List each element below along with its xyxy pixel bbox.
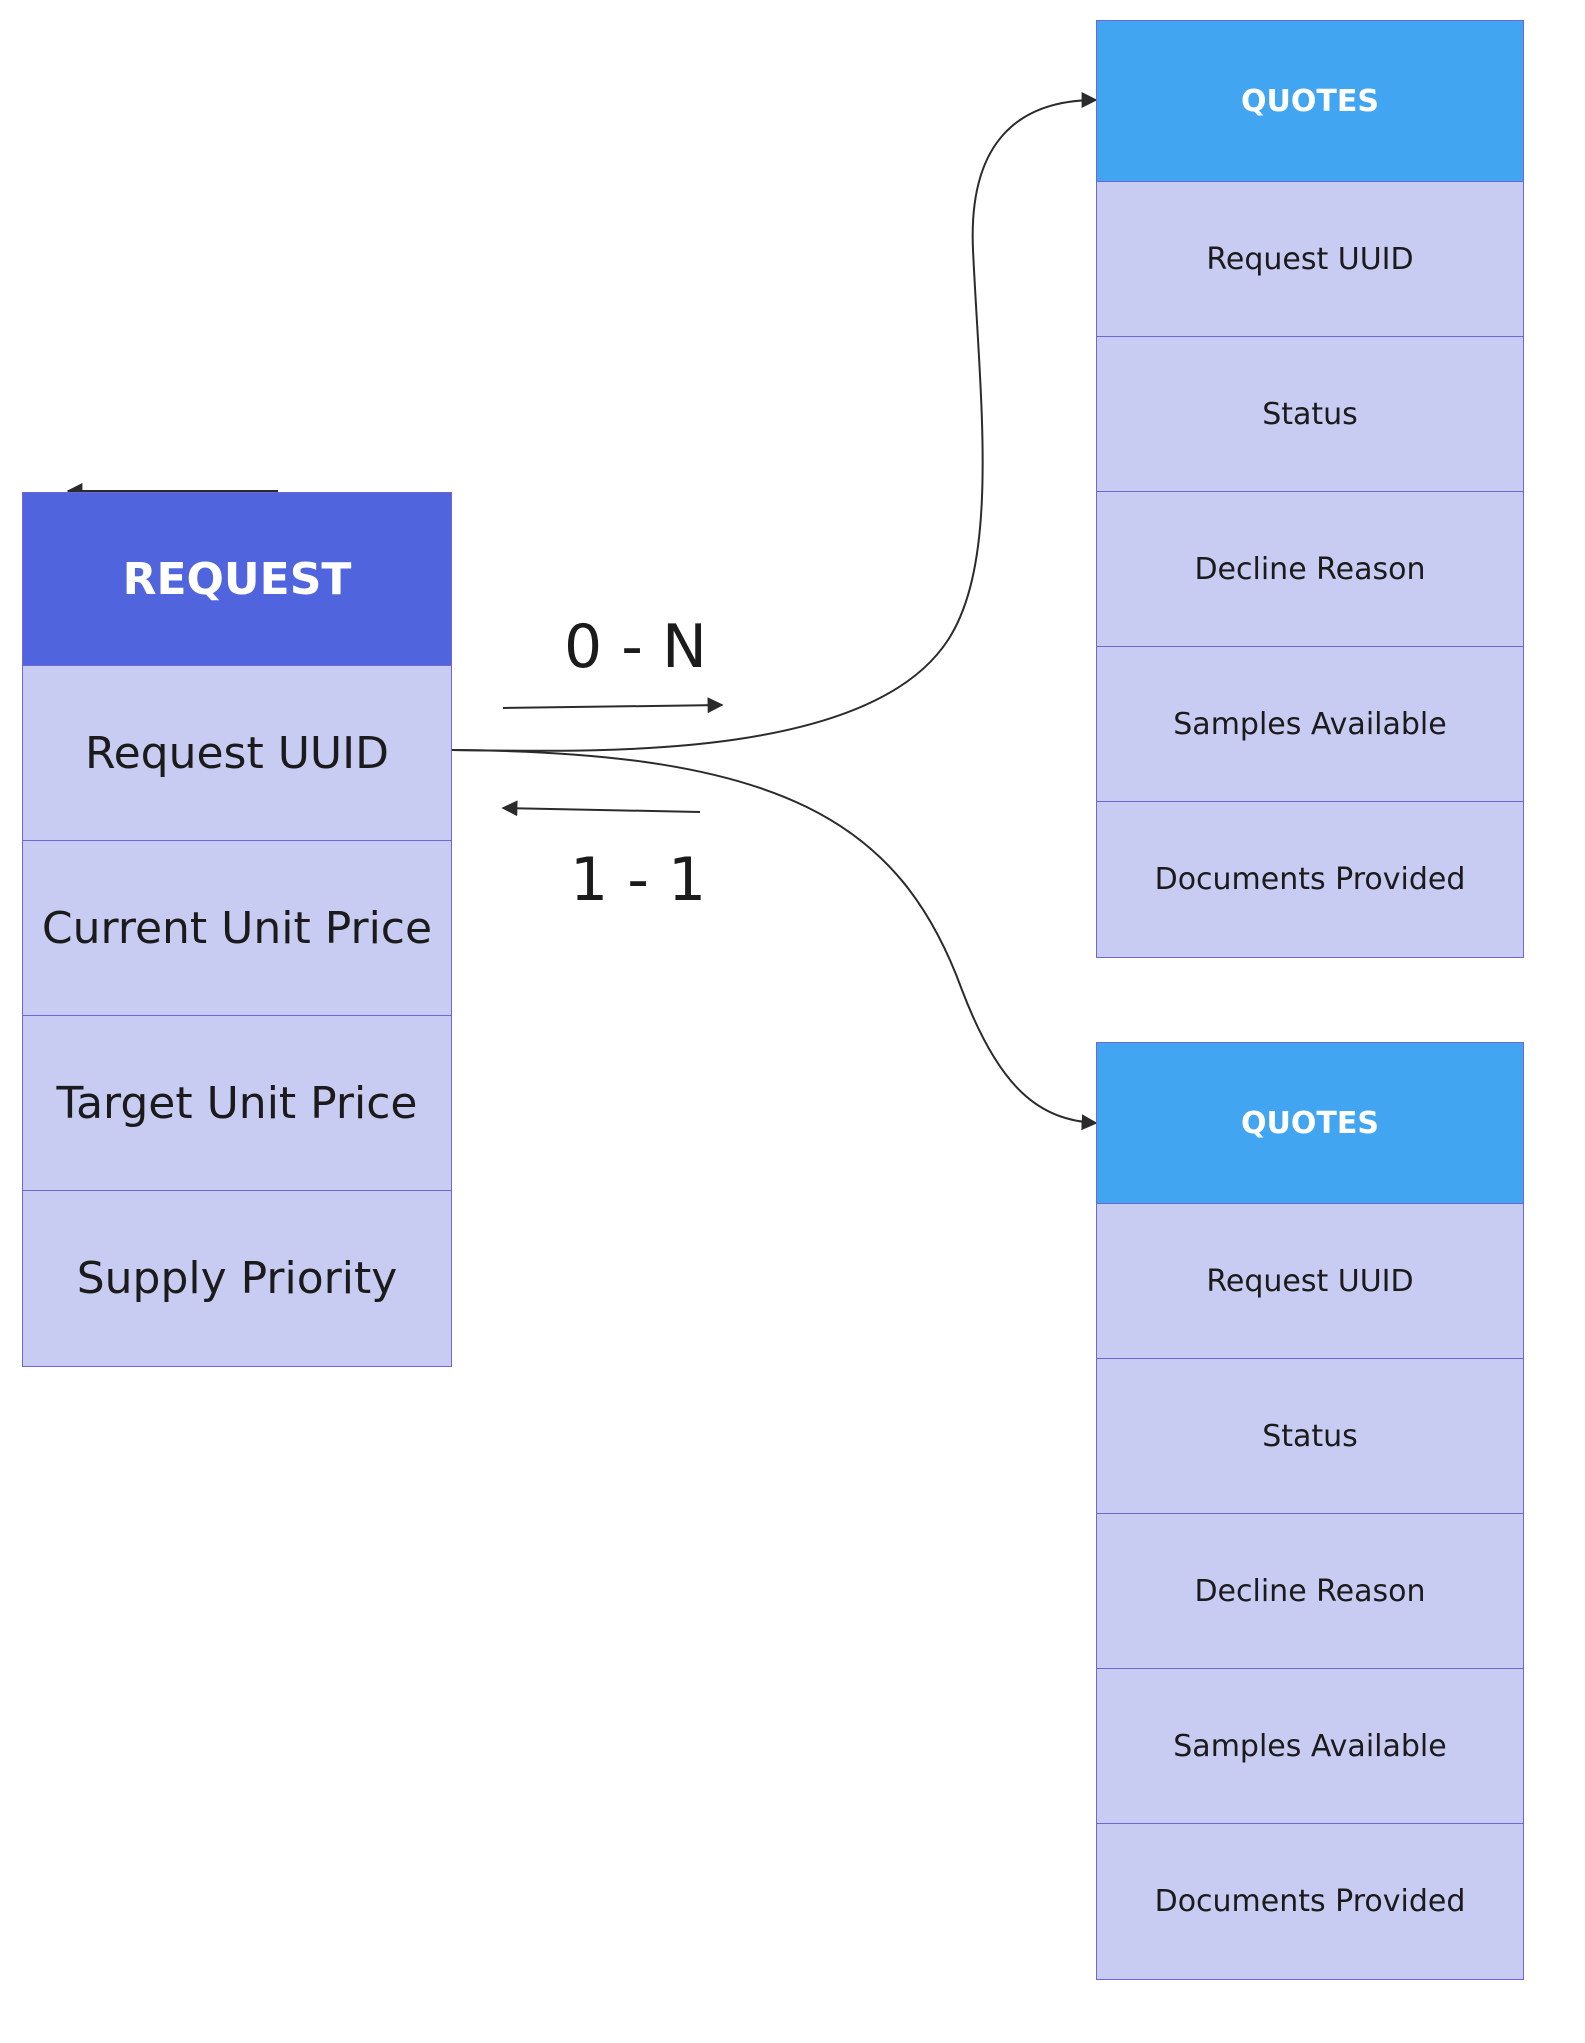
quotes-field-samples-available: Samples Available [1097,647,1523,802]
quotes-field-status: Status [1097,1359,1523,1514]
quotes-field-decline-reason: Decline Reason [1097,1514,1523,1669]
request-field-request-uuid: Request UUID [23,666,451,841]
request-field-current-unit-price: Current Unit Price [23,841,451,1016]
quotes-table-2: QUOTES Request UUID Status Decline Reaso… [1096,1042,1524,1980]
cardinality-label-forward: 0 - N [564,612,707,682]
quotes-table-1: QUOTES Request UUID Status Decline Reaso… [1096,20,1524,958]
quotes-field-documents-provided: Documents Provided [1097,1824,1523,1979]
quotes-field-decline-reason: Decline Reason [1097,492,1523,647]
request-table: REQUEST Request UUID Current Unit Price … [22,492,452,1367]
forward-arrow [502,697,724,714]
quotes-field-status: Status [1097,337,1523,492]
request-field-target-unit-price: Target Unit Price [23,1016,451,1191]
quotes-field-request-uuid: Request UUID [1097,182,1523,337]
request-field-supply-priority: Supply Priority [23,1191,451,1366]
request-table-header: REQUEST [23,493,451,666]
quotes-field-samples-available: Samples Available [1097,1669,1523,1824]
quotes-field-request-uuid: Request UUID [1097,1204,1523,1359]
connector-to-quotes-2 [451,749,1098,1131]
quotes-table-header: QUOTES [1097,1043,1523,1204]
cardinality-label-backward: 1 - 1 [570,845,707,915]
connector-to-quotes-1 [451,92,1098,752]
quotes-table-header: QUOTES [1097,21,1523,182]
quotes-field-documents-provided: Documents Provided [1097,802,1523,957]
backward-arrow [501,800,701,817]
